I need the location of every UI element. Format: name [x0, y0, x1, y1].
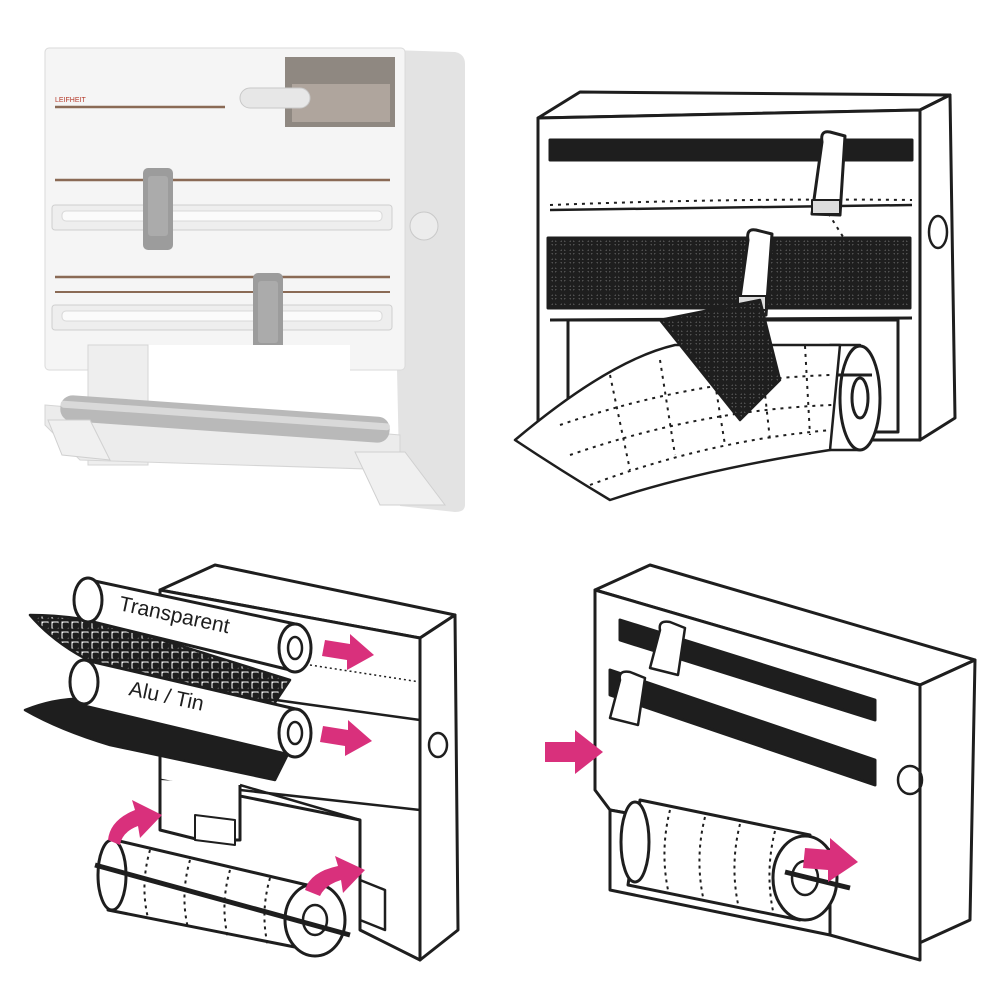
slider-handle	[253, 273, 283, 359]
side-knob	[427, 731, 449, 759]
curved-arrow-icon	[108, 800, 162, 845]
drawing-front-view	[500, 0, 1000, 520]
slider-handle	[810, 130, 847, 217]
alu-tin-roll	[23, 658, 313, 782]
arrow-right-icon	[320, 720, 372, 756]
foil-roll	[546, 236, 912, 310]
top-roll-slot	[548, 138, 914, 162]
product-photo: LEIFHEIT	[0, 0, 500, 520]
transparent-roll	[28, 576, 313, 712]
paper-roll	[838, 344, 882, 452]
curved-arrow-icon	[305, 856, 365, 896]
slider-handle	[648, 620, 687, 677]
arrow-right-icon	[545, 730, 603, 774]
side-knob	[409, 211, 439, 241]
roll-slot	[608, 668, 877, 787]
roll-slot	[618, 618, 877, 722]
arrow-right-icon	[803, 838, 858, 882]
slider-handle	[608, 670, 647, 727]
slider-handle	[143, 168, 173, 250]
side-knob	[896, 764, 924, 796]
side-knob	[927, 214, 949, 250]
paper-roll	[94, 838, 351, 958]
drawing-loading-diagram: Transparent Alu / Tin	[0, 520, 500, 1000]
arrow-right-icon	[322, 634, 374, 670]
brand-logo: LEIFHEIT	[55, 97, 86, 104]
drawing-insertion-diagram	[500, 520, 1000, 1000]
